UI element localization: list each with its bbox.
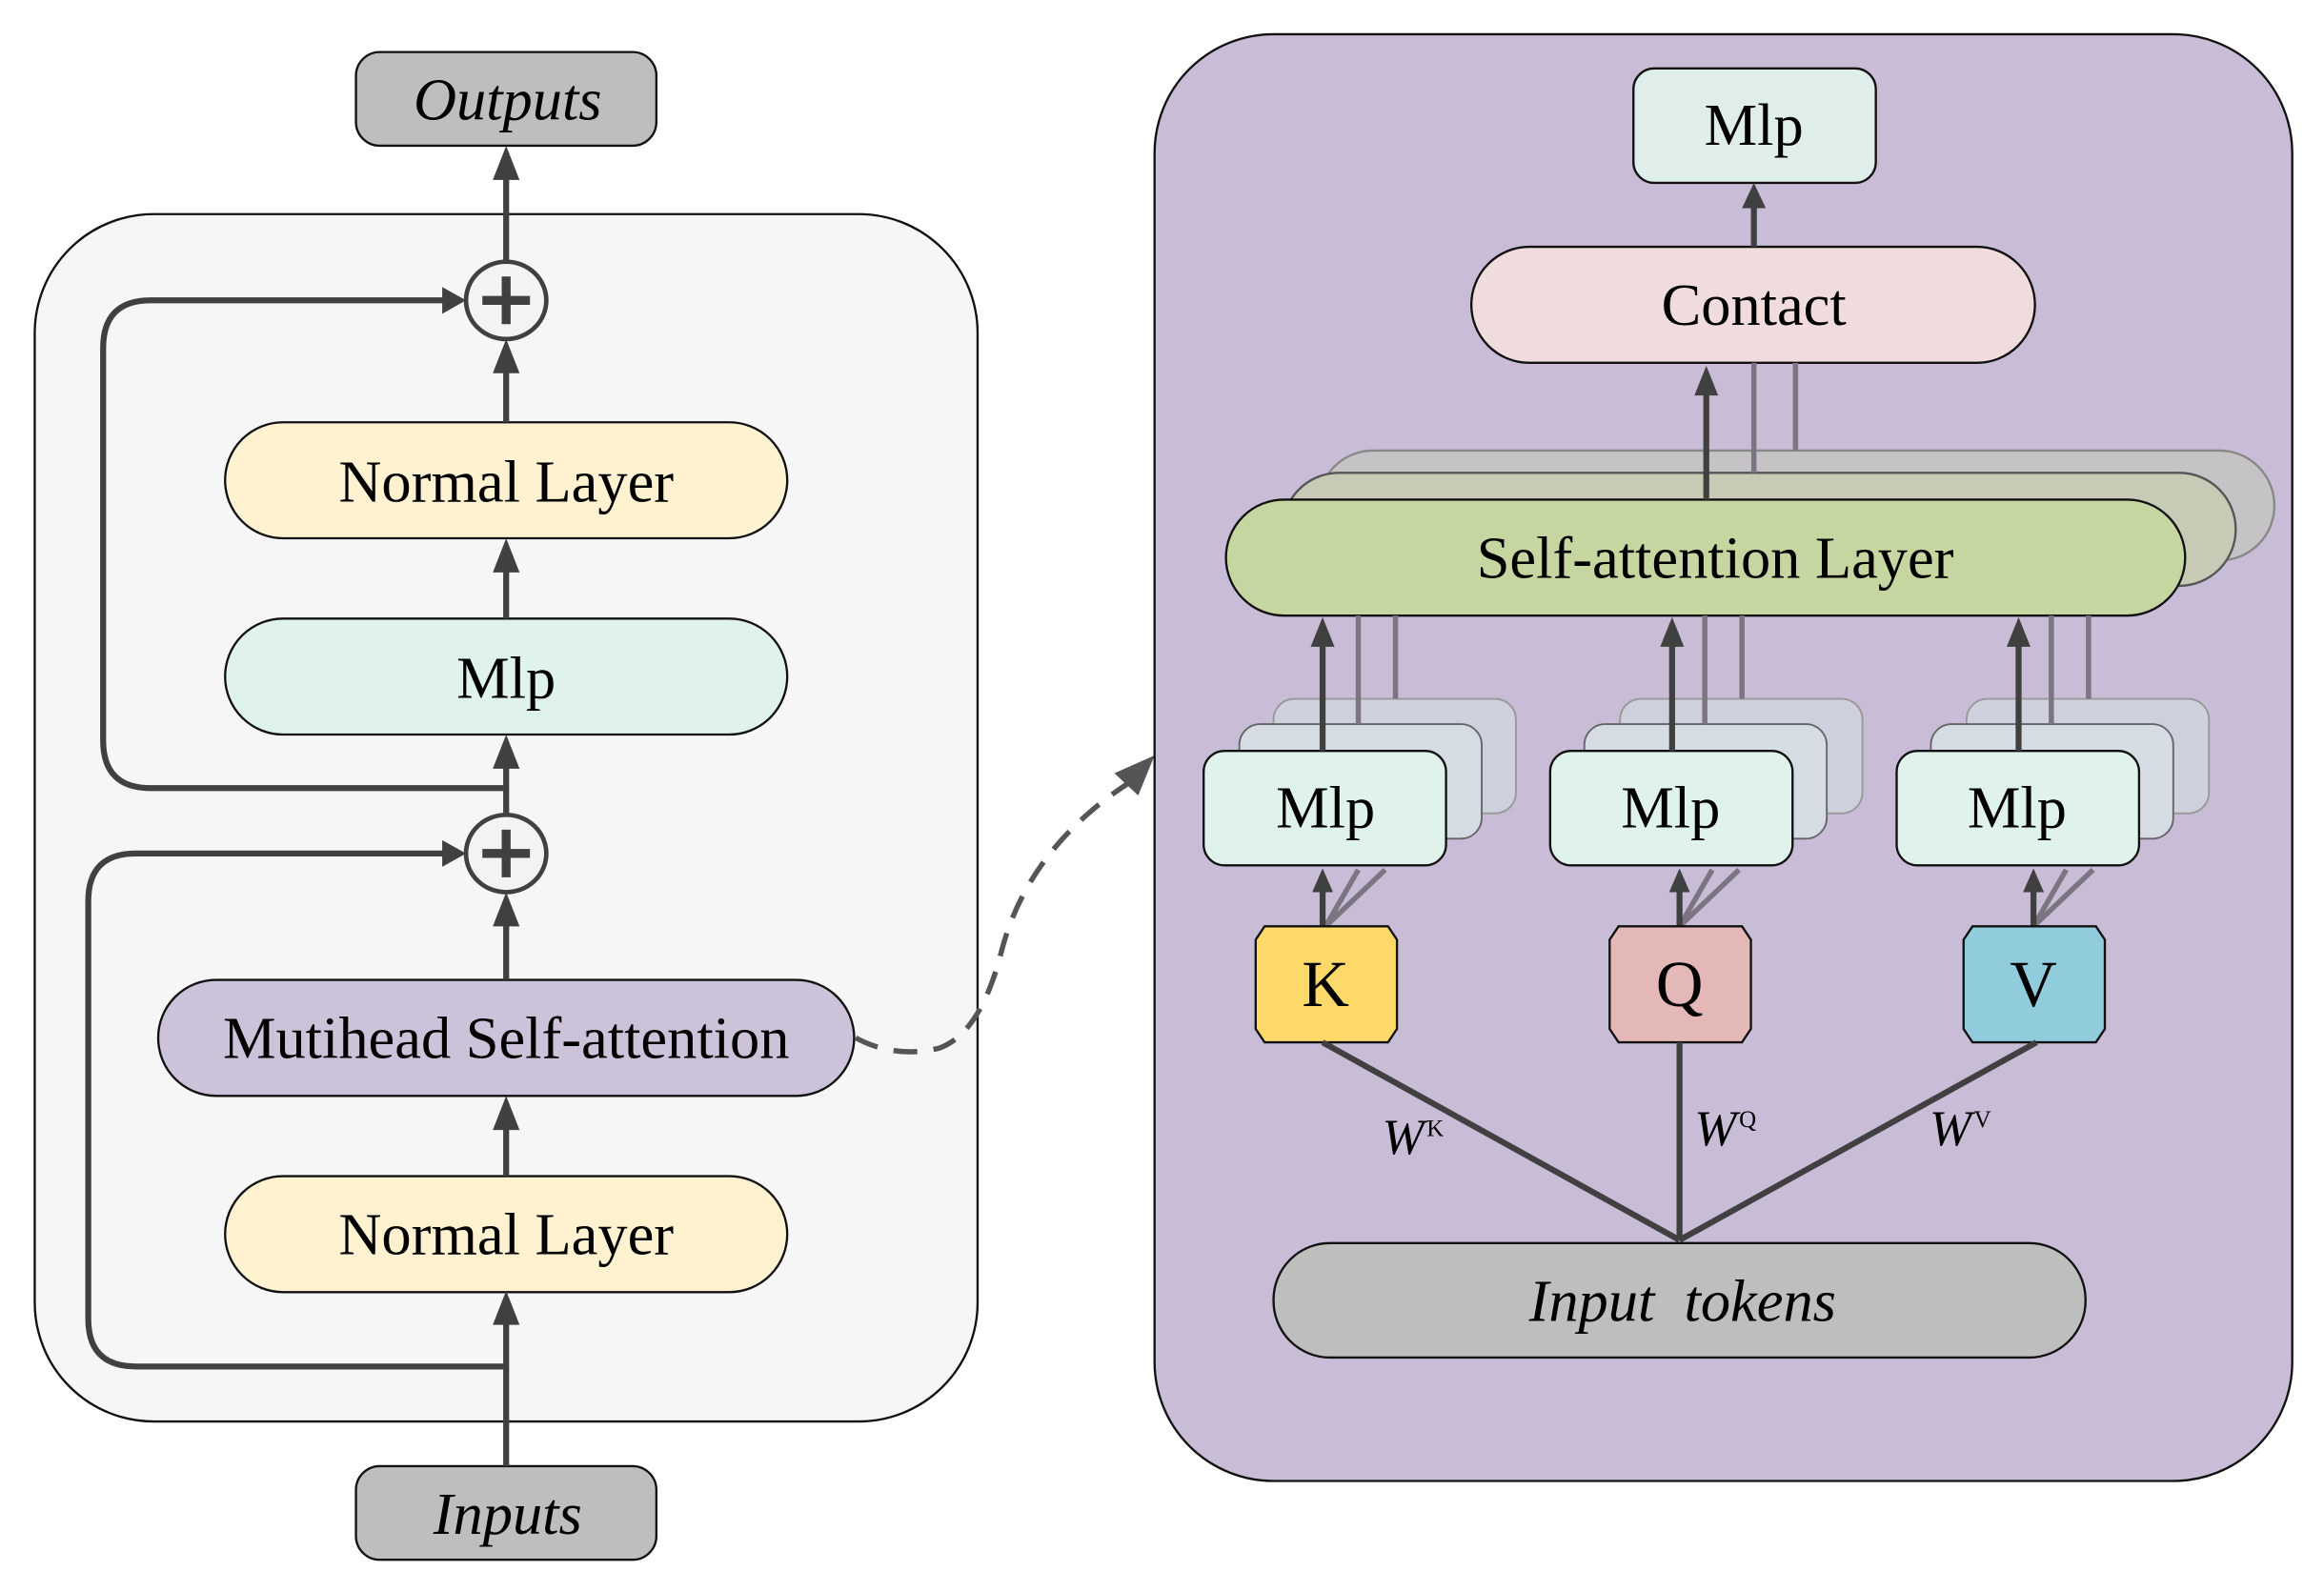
wq-label-group: W Q	[1694, 1101, 1756, 1157]
inputs-label: Inputs	[433, 1480, 582, 1547]
concat-label: Contact	[1662, 272, 1847, 338]
mlp-q-label: Mlp	[1621, 774, 1720, 840]
wq-label: W	[1694, 1101, 1741, 1157]
v-box: V	[1962, 925, 2107, 1044]
concat-block: Contact	[1469, 245, 2036, 364]
multihead-self-attention-block: Mutihead Self-attention	[156, 978, 856, 1098]
normal-layer-bottom-label: Normal Layer	[338, 1200, 674, 1267]
plus-icon	[482, 276, 531, 325]
k-label: K	[1302, 948, 1349, 1020]
residual-connections	[85, 287, 507, 1370]
wk-label-group: W K	[1382, 1110, 1444, 1165]
mlp-k-stack: Mlp	[1202, 697, 1517, 867]
outputs-label: Outputs	[414, 67, 602, 133]
wq-superscript: Q	[1739, 1107, 1756, 1133]
arrow-head-icon	[1114, 755, 1155, 796]
k-box: K	[1254, 925, 1399, 1044]
wv-label-group: W V	[1930, 1101, 1991, 1157]
wk-superscript: K	[1426, 1116, 1444, 1141]
mlp-label: Mlp	[456, 645, 556, 712]
mlp-v-stack: Mlp	[1895, 697, 2211, 867]
wk-label: W	[1382, 1110, 1428, 1165]
v-label: V	[2010, 948, 2057, 1020]
outputs-box: Outputs	[354, 50, 658, 148]
sa-to-concat-arrow	[1694, 365, 1719, 500]
mlp-output-label: Mlp	[1705, 91, 1804, 158]
mlp-to-sa-arrows	[1310, 615, 2092, 752]
q-label: Q	[1656, 948, 1704, 1020]
input-tokens-box: Input tokens	[1272, 1241, 2087, 1359]
zoom-connector	[854, 755, 1155, 1055]
plus-icon	[482, 829, 531, 877]
add-node-bottom	[463, 812, 549, 895]
mlp-output-box: Mlp	[1632, 67, 1877, 185]
add-node-top	[463, 259, 549, 342]
mlp-block: Mlp	[224, 617, 789, 736]
mhsa-label: Mutihead Self-attention	[223, 1004, 789, 1071]
normal-layer-bottom: Normal Layer	[224, 1175, 789, 1294]
input-tokens-label: Input tokens	[1528, 1268, 1836, 1335]
wv-label: W	[1930, 1101, 1976, 1157]
mlp-q-stack: Mlp	[1548, 697, 1864, 867]
q-box: Q	[1608, 925, 1752, 1044]
inputs-box: Inputs	[354, 1464, 658, 1561]
mlp-k-label: Mlp	[1276, 774, 1375, 840]
wv-superscript: V	[1974, 1107, 1991, 1133]
projection-lines	[1321, 1039, 2038, 1243]
mlp-v-label: Mlp	[1968, 774, 2067, 840]
self-attention-layer: Self-attention Layer	[1224, 498, 2187, 617]
faded-head-lines	[1750, 362, 1799, 473]
concat-to-mlp-arrow	[1742, 182, 1767, 248]
normal-layer-top-label: Normal Layer	[338, 449, 674, 515]
kqv-to-mlp-arrows	[1312, 868, 2095, 929]
normal-layer-top: Normal Layer	[224, 421, 789, 540]
self-attention-label: Self-attention Layer	[1477, 524, 1954, 591]
left-arrows	[493, 145, 520, 1466]
